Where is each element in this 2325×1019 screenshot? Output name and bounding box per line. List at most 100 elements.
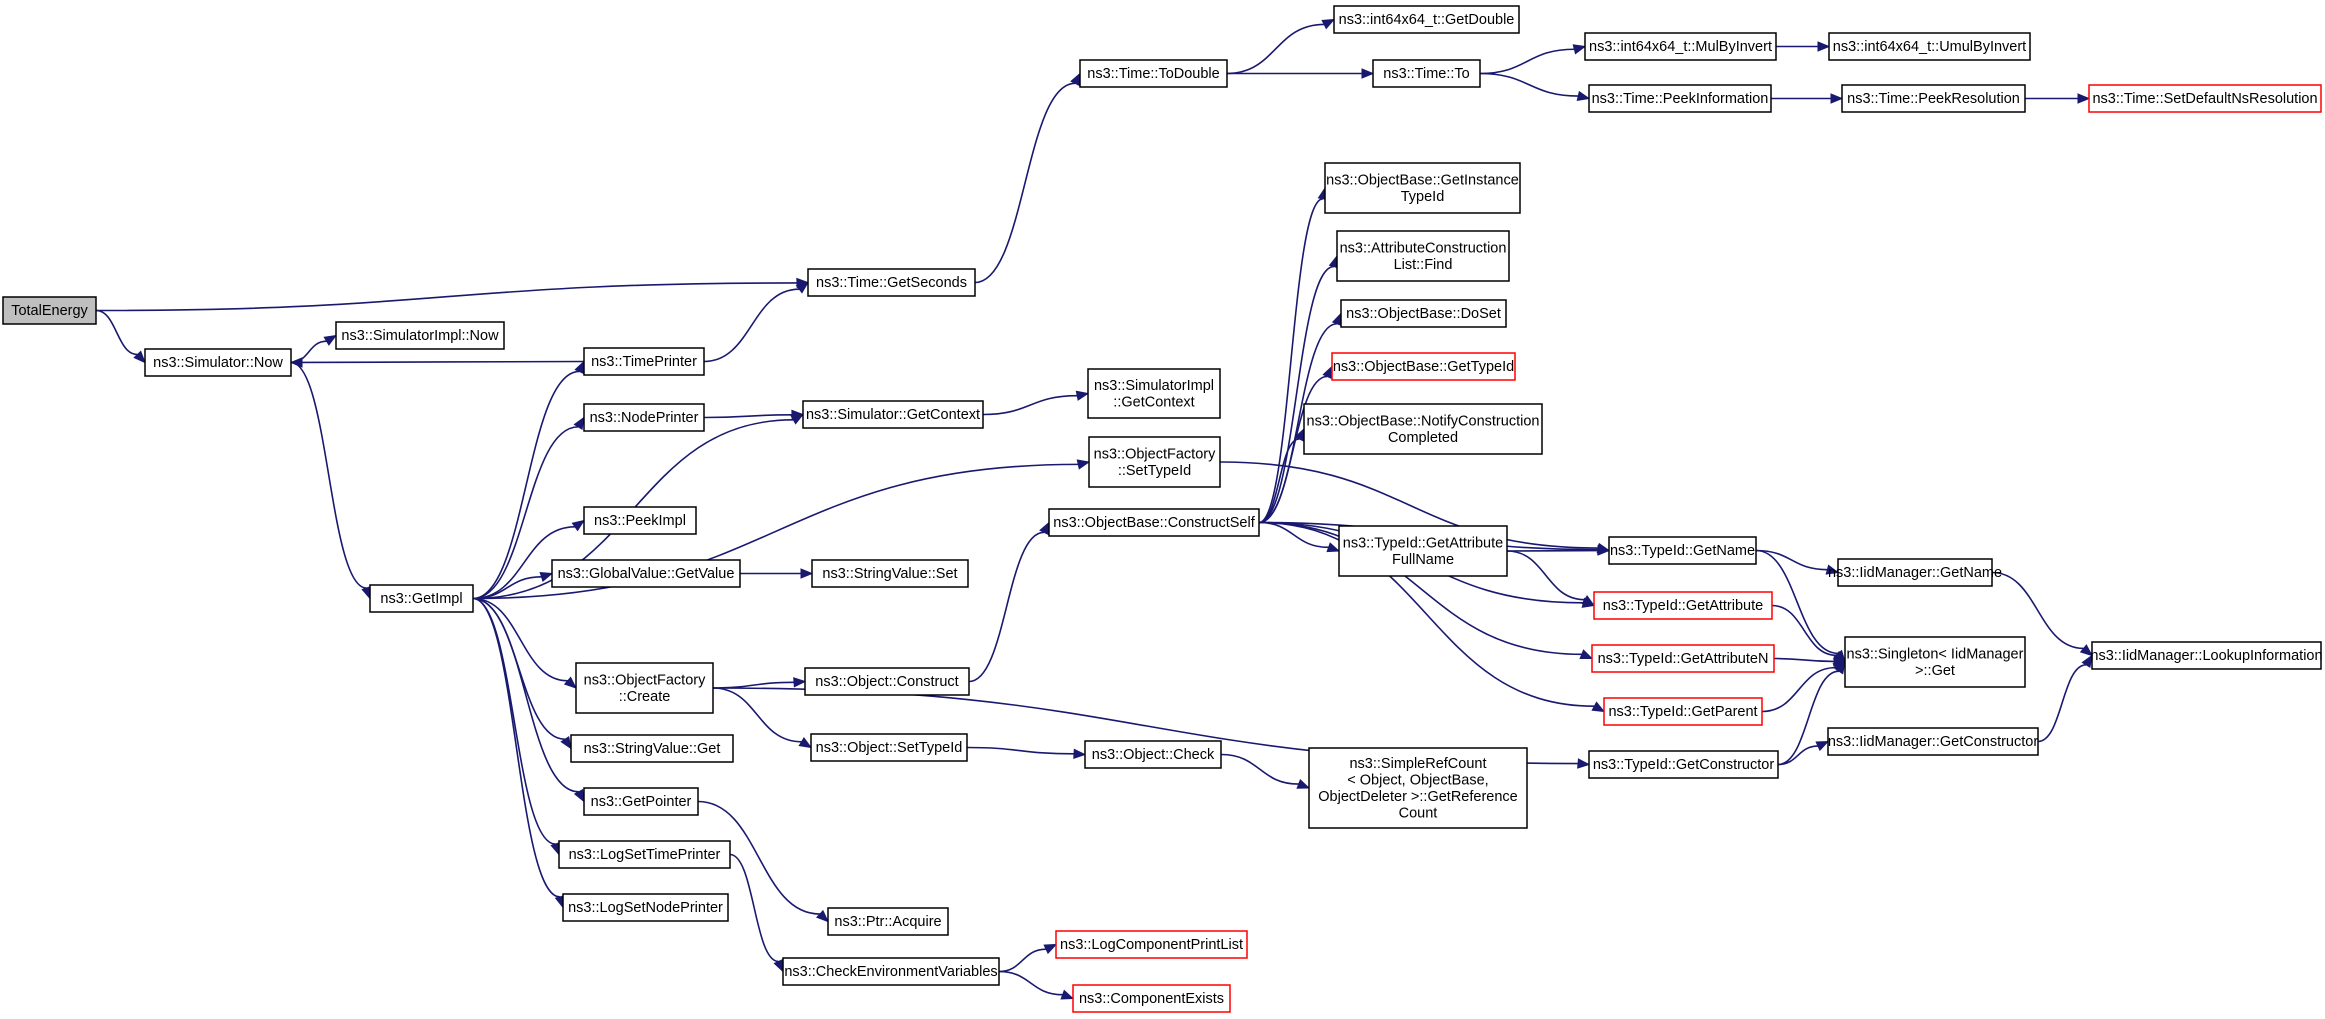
node-int64-umulbyinvert[interactable]: ns3::int64x64_t::UmulByInvert <box>1828 32 2031 61</box>
node-label: ns3::ObjectFactory <box>1094 446 1216 462</box>
node-log-component-printlist[interactable]: ns3::LogComponentPrintList <box>1055 930 1248 959</box>
node-time-to[interactable]: ns3::Time::To <box>1372 59 1481 88</box>
node-obj-settypeid[interactable]: ns3::Object::SetTypeId <box>810 733 968 762</box>
node-label: ns3::SimpleRefCount <box>1349 756 1486 772</box>
node-label: ns3::Object::SetTypeId <box>816 740 963 756</box>
node-log-set-node[interactable]: ns3::LogSetNodePrinter <box>562 893 729 922</box>
node-box <box>1308 747 1528 829</box>
node-box <box>1055 930 1248 959</box>
node-sim-now[interactable]: ns3::Simulator::Now <box>144 348 292 377</box>
node-total-energy[interactable]: TotalEnergy <box>2 296 97 325</box>
node-sim-getcontext[interactable]: ns3::Simulator::GetContext <box>802 400 984 429</box>
node-box <box>1588 84 1772 113</box>
edge-obj_settypeid-to-obj_check <box>966 746 1087 760</box>
node-label: ns3::IidManager::GetConstructor <box>1828 734 2039 750</box>
edge-get_impl-to-of_settypeid <box>472 459 1091 600</box>
node-of-create[interactable]: ns3::ObjectFactory::Create <box>575 662 714 714</box>
node-ob-constructself[interactable]: ns3::ObjectBase::ConstructSelf <box>1048 508 1260 537</box>
node-simplerefcount[interactable]: ns3::SimpleRefCount< Object, ObjectBase,… <box>1308 747 1528 829</box>
node-label: FullName <box>1392 552 1454 568</box>
node-label: Completed <box>1388 430 1458 446</box>
node-time-getseconds[interactable]: ns3::Time::GetSeconds <box>807 268 976 297</box>
node-box <box>804 667 970 696</box>
node-stringvalue-set[interactable]: ns3::StringValue::Set <box>811 559 969 588</box>
node-box <box>562 893 729 922</box>
node-box <box>583 403 705 432</box>
edge-int64_mulbyinvert-to-int64_umulbyinvert <box>1776 41 1831 52</box>
node-tid-getparent[interactable]: ns3::TypeId::GetParent <box>1603 697 1763 726</box>
edge-time_todouble-to-time_to <box>1227 68 1375 79</box>
node-box <box>583 787 699 816</box>
edge-get_impl-to-node_printer <box>472 416 585 600</box>
node-box <box>551 559 741 588</box>
node-ob-gettypeid[interactable]: ns3::ObjectBase::GetTypeId <box>1331 352 1516 381</box>
node-check-env[interactable]: ns3::CheckEnvironmentVariables <box>782 957 1000 986</box>
node-label: List::Find <box>1394 257 1453 273</box>
node-box <box>583 347 705 376</box>
node-get-impl[interactable]: ns3::GetImpl <box>369 584 474 613</box>
edges-layer <box>95 18 2094 1000</box>
node-box <box>558 840 731 869</box>
node-ob-doset[interactable]: ns3::ObjectBase::DoSet <box>1340 299 1507 328</box>
edge-iid_getname-to-iid_lookup <box>1991 571 2094 657</box>
node-label: ns3::ObjectBase::ConstructSelf <box>1053 515 1255 531</box>
edge-of_create-to-obj_construct <box>712 677 807 689</box>
node-time-todouble[interactable]: ns3::Time::ToDouble <box>1079 59 1228 88</box>
node-label: ns3::TypeId::GetAttribute <box>1603 598 1763 614</box>
node-simimpl-now[interactable]: ns3::SimulatorImpl::Now <box>335 321 505 350</box>
node-label: ns3::IidManager::LookupInformation <box>2090 648 2322 664</box>
node-label: ns3::GlobalValue::GetValue <box>558 566 735 582</box>
node-peek-impl[interactable]: ns3::PeekImpl <box>583 506 697 535</box>
node-tid-getattribute[interactable]: ns3::TypeId::GetAttribute <box>1593 591 1773 620</box>
node-box <box>575 662 714 714</box>
node-ob-notify[interactable]: ns3::ObjectBase::NotifyConstructionCompl… <box>1303 403 1543 455</box>
node-box <box>1338 525 1508 577</box>
node-get-pointer[interactable]: ns3::GetPointer <box>583 787 699 816</box>
node-simimpl-getcontext[interactable]: ns3::SimulatorImpl::GetContext <box>1087 368 1221 419</box>
node-iid-getconstructor[interactable]: ns3::IidManager::GetConstructor <box>1827 727 2039 756</box>
edge-tid_getattrfull-to-tid_getname <box>1506 545 1611 556</box>
node-tid-getattributen[interactable]: ns3::TypeId::GetAttributeN <box>1591 644 1775 673</box>
node-singleton-get[interactable]: ns3::Singleton< IidManager>::Get <box>1844 636 2026 688</box>
node-time-printer[interactable]: ns3::TimePrinter <box>583 347 705 376</box>
node-time-setdefault[interactable]: ns3::Time::SetDefaultNsResolution <box>2088 84 2322 113</box>
node-box <box>1336 230 1510 282</box>
node-box <box>1324 162 1521 214</box>
edge-node_printer-to-sim_getcontext <box>703 409 805 421</box>
node-stringvalue-get[interactable]: ns3::StringValue::Get <box>570 734 734 763</box>
node-label: ns3::StringValue::Get <box>584 741 721 757</box>
node-tid-getconstructor[interactable]: ns3::TypeId::GetConstructor <box>1588 750 1779 779</box>
node-ptr-acquire[interactable]: ns3::Ptr::Acquire <box>827 907 949 936</box>
edge-get_impl-to-get_pointer <box>472 597 585 803</box>
node-iid-getname[interactable]: ns3::IidManager::GetName <box>1828 558 2002 587</box>
node-of-settypeid[interactable]: ns3::ObjectFactory::SetTypeId <box>1088 436 1221 488</box>
node-time-peekinfo[interactable]: ns3::Time::PeekInformation <box>1588 84 1772 113</box>
node-node-printer[interactable]: ns3::NodePrinter <box>583 403 705 432</box>
node-label: ns3::GetPointer <box>591 794 692 810</box>
node-tid-getname[interactable]: ns3::TypeId::GetName <box>1608 536 1757 565</box>
node-label: TypeId <box>1401 189 1445 205</box>
node-component-exists[interactable]: ns3::ComponentExists <box>1072 984 1231 1013</box>
node-log-set-time[interactable]: ns3::LogSetTimePrinter <box>558 840 731 869</box>
node-int64-mulbyinvert[interactable]: ns3::int64x64_t::MulByInvert <box>1584 32 1777 61</box>
node-int64-getdouble[interactable]: ns3::int64x64_t::GetDouble <box>1333 5 1520 34</box>
node-box <box>1841 84 2026 113</box>
edge-get_impl-to-stringvalue_get <box>472 597 572 750</box>
edge-log_set_time-to-check_env <box>729 853 784 973</box>
node-time-peekres[interactable]: ns3::Time::PeekResolution <box>1841 84 2026 113</box>
node-gv-getvalue[interactable]: ns3::GlobalValue::GetValue <box>551 559 741 588</box>
edge-sim_getcontext-to-simimpl_getcontext <box>982 390 1090 416</box>
node-box <box>1072 984 1231 1013</box>
node-label: ns3::int64x64_t::GetDouble <box>1339 12 1515 28</box>
node-iid-lookup[interactable]: ns3::IidManager::LookupInformation <box>2090 641 2323 670</box>
node-label: ns3::IidManager::GetName <box>1828 565 2002 581</box>
node-box <box>1303 403 1543 455</box>
node-label: ::GetContext <box>1113 394 1194 410</box>
node-label: ns3::ObjectBase::DoSet <box>1346 306 1501 322</box>
node-obj-construct[interactable]: ns3::Object::Construct <box>804 667 970 696</box>
node-obj-check[interactable]: ns3::Object::Check <box>1084 740 1222 769</box>
